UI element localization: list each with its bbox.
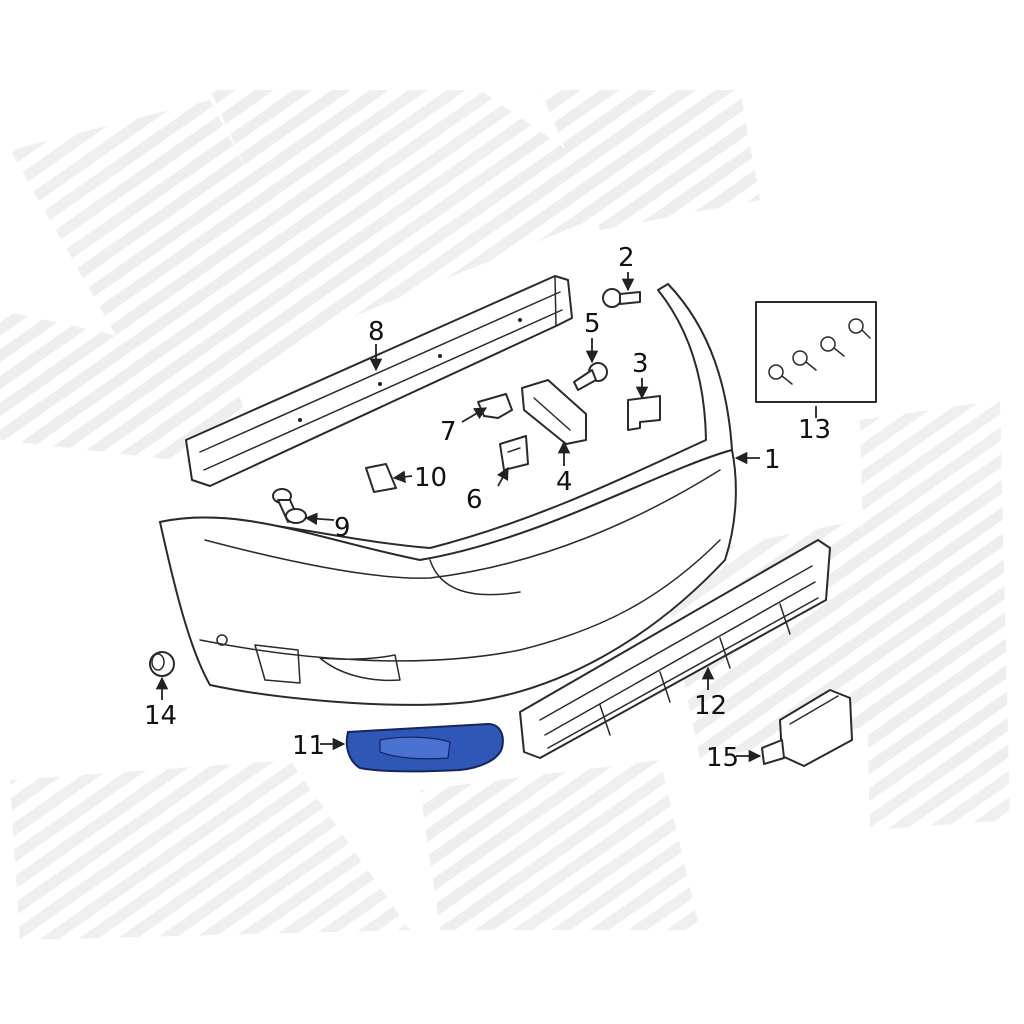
callout-9: 9	[334, 513, 351, 543]
callout-numbers: 1 2 3 4 5 6 7 8 9 10 11 12 13 14 15	[144, 243, 831, 773]
callout-13: 13	[798, 415, 831, 445]
part-4-bracket	[521, 379, 587, 445]
part-7-clip	[477, 393, 513, 419]
callout-12: 12	[694, 691, 727, 721]
part-11-fog-lamp-bezel	[345, 722, 504, 773]
callout-7: 7	[440, 417, 457, 447]
callout-6: 6	[466, 485, 483, 515]
callout-15: 15	[706, 743, 739, 773]
part-2-screw	[602, 288, 641, 308]
callout-5: 5	[584, 309, 601, 339]
part-10-nut-clip	[365, 463, 397, 493]
callout-3: 3	[632, 349, 649, 379]
part-9-bolt	[272, 488, 307, 524]
part-13-bolt-set	[755, 301, 877, 403]
callout-11: 11	[292, 731, 325, 761]
part-12-lower-grille	[519, 539, 831, 759]
part-14-sensor-cap	[149, 651, 175, 677]
part-15-radar-sensor	[761, 689, 853, 767]
part-6-clip	[499, 435, 529, 471]
leader-lines	[155, 272, 817, 763]
callout-10: 10	[414, 463, 447, 493]
part-1-bumper-cover	[159, 283, 737, 706]
watermark	[0, 90, 1010, 940]
callout-4: 4	[556, 467, 573, 497]
callout-2: 2	[618, 243, 635, 273]
callout-14: 14	[144, 701, 177, 731]
part-5-screw	[573, 362, 608, 391]
callout-8: 8	[368, 317, 385, 347]
callout-1: 1	[764, 445, 781, 475]
part-3-clip	[627, 395, 661, 431]
part-8-impact-bar	[185, 275, 573, 487]
